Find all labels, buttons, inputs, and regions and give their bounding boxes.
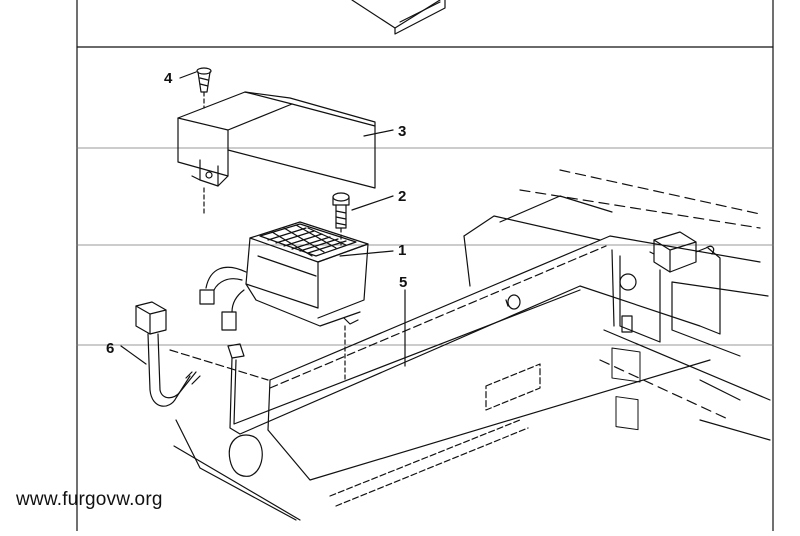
callout-5: 5 [399,274,407,291]
part-1-unit [245,221,394,381]
vehicle-body [169,169,771,521]
top-partial-part [351,0,446,35]
frame-lines [76,0,774,532]
part-3-cover [177,91,394,216]
relay-module [649,231,715,273]
part-2-bolt [332,192,394,246]
callout-1: 1 [398,242,406,259]
part-4-screw [179,67,212,109]
callout-6: 6 [106,340,114,357]
part-6-switch-harness [120,301,201,407]
callout-labels: 4 3 2 1 5 6 [106,70,407,357]
watermark-text: www.furgovw.org [16,489,163,510]
knob [505,294,521,310]
callout-3: 3 [398,123,406,140]
callout-2: 2 [398,188,406,205]
unit-wiring [199,266,247,331]
part-5-cable [227,247,721,435]
callout-4: 4 [164,70,173,87]
